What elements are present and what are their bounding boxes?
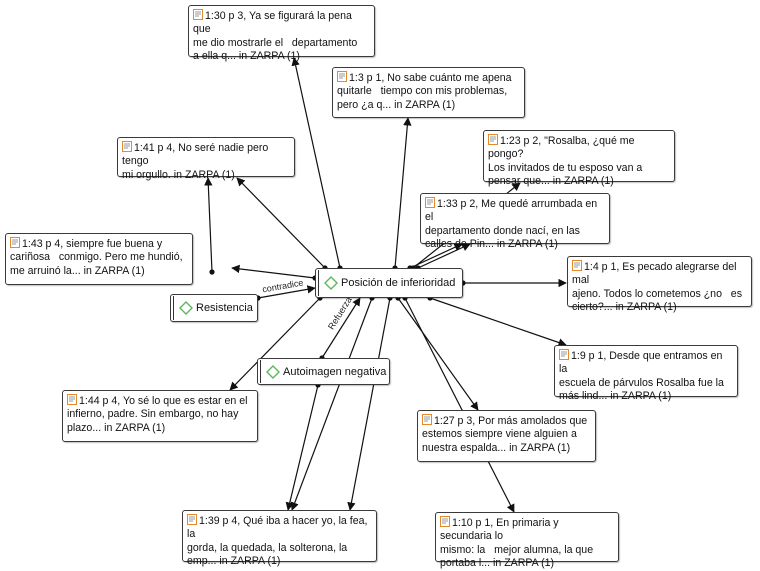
code-node-posicion-inferioridad[interactable]: Posición de inferioridad <box>315 268 463 298</box>
quotation-icon <box>422 414 432 425</box>
code-diamond-icon <box>324 276 338 290</box>
quote-text: 1:23 p 2, "Rosalba, ¿qué me pongo? Los i… <box>488 135 643 188</box>
quote-text: 1:27 p 3, Por más amolados que estemos s… <box>422 415 588 454</box>
quote-text: 1:41 p 4, No seré nadie pero tengo mi or… <box>122 142 269 181</box>
edge-central-q130 <box>291 57 341 269</box>
quotation-icon <box>67 394 77 405</box>
edge-central-q144 <box>229 297 321 391</box>
quotation-icon <box>559 349 569 360</box>
quotation-icon <box>440 516 450 527</box>
edge-central-q110 <box>404 297 515 513</box>
edge-central-q143 <box>231 264 316 279</box>
quote-text: 1:44 p 4, Yo sé lo que es estar en el in… <box>67 395 248 434</box>
quote-node-1-23[interactable]: 1:23 p 2, "Rosalba, ¿qué me pongo? Los i… <box>483 130 675 187</box>
quotation-icon <box>10 237 20 248</box>
edge-resistencia-q141 <box>204 177 213 273</box>
edge-central-q141 <box>236 177 326 269</box>
edge-central-q133b <box>417 243 471 269</box>
quote-text: 1:30 p 3, Ya se figurará la pena que me … <box>193 10 358 63</box>
code-node-autoimagen-negativa[interactable]: Autoimagen negativa <box>257 358 390 385</box>
edge-central-q13 <box>394 117 412 269</box>
code-node-resistencia[interactable]: Resistencia <box>170 294 258 322</box>
edge-central-q19 <box>429 297 567 347</box>
quotation-icon <box>187 514 197 525</box>
quote-node-1-41[interactable]: 1:41 p 4, No seré nadie pero tengo mi or… <box>117 137 295 181</box>
quote-node-1-9[interactable]: 1:9 p 1, Desde que entramos en la escuel… <box>554 345 738 402</box>
edge-autoimagen-q139 <box>285 384 319 511</box>
quote-node-1-33[interactable]: 1:33 p 2, Me quedé arrumbada en el depar… <box>420 193 610 250</box>
quotation-icon <box>193 9 203 20</box>
quote-node-1-44[interactable]: 1:44 p 4, Yo sé lo que es estar en el in… <box>62 390 258 442</box>
quote-text: 1:10 p 1, En primaria y secundaria lo mi… <box>440 517 594 570</box>
quotation-icon <box>337 71 347 82</box>
edge-central-q127 <box>397 297 479 411</box>
code-node-bar <box>260 360 261 383</box>
quotation-icon <box>122 141 132 152</box>
quote-node-1-43[interactable]: 1:43 p 4, siempre fue buena y cariñosa c… <box>5 233 193 285</box>
code-node-bar <box>318 270 319 296</box>
quote-text: 1:9 p 1, Desde que entramos en la escuel… <box>559 350 724 403</box>
edge-central-q139b <box>347 297 391 511</box>
quote-node-1-10[interactable]: 1:10 p 1, En primaria y secundaria lo mi… <box>435 512 619 569</box>
quote-node-1-27[interactable]: 1:27 p 3, Por más amolados que estemos s… <box>417 410 596 462</box>
quote-text: 1:3 p 1, No sabe cuánto me apena quitarl… <box>337 72 512 111</box>
edge-central-q133a <box>409 243 463 269</box>
code-label: Resistencia <box>196 302 253 314</box>
quotation-icon <box>572 260 582 271</box>
code-label: Autoimagen negativa <box>283 365 387 378</box>
quote-text: 1:39 p 4, Qué iba a hacer yo, la fea, la… <box>187 515 368 568</box>
code-diamond-icon <box>179 301 193 315</box>
code-node-bar <box>173 296 174 320</box>
quote-text: 1:4 p 1, Es pecado alegrarse del mal aje… <box>572 261 742 314</box>
edge-resistencia-central <box>257 285 316 299</box>
quote-node-1-39[interactable]: 1:39 p 4, Qué iba a hacer yo, la fea, la… <box>182 510 377 567</box>
quotation-icon <box>488 134 498 145</box>
code-label: Posición de inferioridad <box>341 277 456 289</box>
quote-node-1-30[interactable]: 1:30 p 3, Ya se figurará la pena que me … <box>188 5 375 62</box>
quote-text: 1:33 p 2, Me quedé arrumbada en el depar… <box>425 198 598 251</box>
quotation-icon <box>425 197 435 208</box>
quote-node-1-4[interactable]: 1:4 p 1, Es pecado alegrarse del mal aje… <box>567 256 752 313</box>
quote-text: 1:43 p 4, siempre fue buena y cariñosa c… <box>10 238 183 277</box>
quote-node-1-3[interactable]: 1:3 p 1, No sabe cuánto me apena quitarl… <box>332 67 525 118</box>
edge-autoimagen-central <box>321 297 361 359</box>
edge-central-q139a <box>290 297 373 511</box>
code-diamond-icon <box>266 364 280 379</box>
